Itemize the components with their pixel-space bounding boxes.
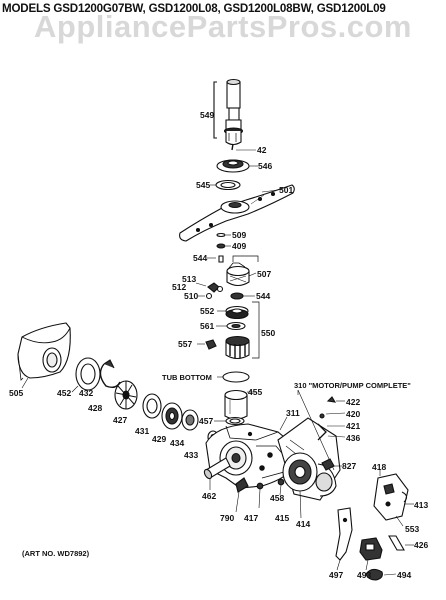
- part-557-clip: [197, 339, 217, 350]
- part-550-pump-impeller: [225, 335, 250, 360]
- part-544-gear: [230, 292, 255, 300]
- part-462-hose: [203, 457, 231, 490]
- label-433: 433: [184, 450, 198, 460]
- part-311-pump-housing: [205, 416, 293, 489]
- bracket-549: [213, 81, 217, 139]
- part-417-415-458-screws: [256, 478, 285, 509]
- label-42: 42: [257, 145, 267, 155]
- part-552-gear: [217, 305, 249, 320]
- label-501: 501: [279, 185, 293, 195]
- models-header: MODELS GSD1200G07BW, GSD1200L08, GSD1200…: [2, 2, 386, 15]
- label-457: 457: [199, 416, 213, 426]
- part-790-clip: [235, 477, 249, 513]
- label-509: 509: [232, 230, 246, 240]
- part-505-housing: [17, 322, 71, 389]
- label-434: 434: [170, 438, 184, 448]
- part-561-washer: [216, 321, 246, 331]
- label-432: 432: [79, 388, 93, 398]
- part-493-switch: [359, 537, 383, 571]
- bracket-507: [232, 255, 259, 262]
- label-409: 409: [232, 241, 246, 251]
- label-420: 420: [346, 409, 360, 419]
- label-455: 455: [248, 387, 262, 397]
- label-545: 545: [196, 180, 210, 190]
- label-552: 552: [200, 306, 214, 316]
- label-415: 415: [275, 513, 289, 523]
- part-494-pad: [365, 568, 397, 581]
- part-42-spring: [231, 143, 234, 151]
- part-434-cap: [181, 409, 199, 431]
- label-458: 458: [270, 493, 284, 503]
- label-494: 494: [397, 570, 411, 580]
- label-549: 549: [200, 110, 214, 120]
- watermark: AppliancePartsPros.com: [34, 9, 412, 44]
- label-462: 462: [202, 491, 216, 501]
- part-507-housing: [226, 262, 257, 287]
- label-418: 418: [372, 462, 386, 472]
- label-tub-bottom: TUB BOTTOM: [162, 373, 212, 382]
- part-457-ring: [214, 416, 245, 426]
- label-431: 431: [135, 426, 149, 436]
- label-790: 790: [220, 513, 234, 523]
- label-553: 553: [405, 524, 419, 534]
- label-546: 546: [258, 161, 272, 171]
- label-421: 421: [346, 421, 360, 431]
- label-426: 426: [414, 540, 428, 550]
- label-497: 497: [329, 570, 343, 580]
- label-505: 505: [9, 388, 23, 398]
- label-436: 436: [346, 433, 360, 443]
- part-418-bracket: [373, 470, 414, 527]
- label-427: 427: [113, 415, 127, 425]
- part-509-409-fasteners: [207, 232, 231, 263]
- part-546-seal: [216, 159, 258, 173]
- bracket-550: [252, 301, 260, 359]
- label-motor-pump: 310 "MOTOR/PUMP COMPLETE": [294, 381, 411, 390]
- part-429-plate: [161, 402, 183, 430]
- part-827-clip: [321, 458, 342, 471]
- label-544-lower: 544: [256, 291, 270, 301]
- part-545-ring: [210, 179, 241, 191]
- label-544-upper: 544: [193, 253, 207, 263]
- label-827: 827: [342, 461, 356, 471]
- label-413: 413: [414, 500, 428, 510]
- label-507: 507: [257, 269, 271, 279]
- label-417: 417: [244, 513, 258, 523]
- label-513: 513: [182, 274, 196, 284]
- part-426-pin: [388, 535, 414, 551]
- part-427-gasket: [142, 393, 162, 419]
- label-452: 452: [57, 388, 71, 398]
- label-422: 422: [346, 397, 360, 407]
- part-497-plate: [335, 507, 353, 571]
- part-310-motor: [277, 389, 341, 501]
- label-512: 512: [172, 282, 186, 292]
- part-432-clamp: [99, 359, 121, 389]
- part-422-420-421-436: [317, 396, 346, 441]
- leader-414: [299, 490, 302, 519]
- label-428: 428: [88, 403, 102, 413]
- part-512-513-510-clip: [195, 282, 224, 300]
- label-557: 557: [178, 339, 192, 349]
- part-501-spray-arm: [179, 184, 295, 242]
- label-561: 561: [200, 321, 214, 331]
- part-428-impeller: [114, 380, 138, 410]
- part-455-cylinder: [224, 389, 256, 420]
- label-550: 550: [261, 328, 275, 338]
- part-452-seal: [71, 357, 101, 393]
- part-549-tube: [223, 78, 244, 146]
- label-414: 414: [296, 519, 310, 529]
- label-493: 493: [357, 570, 371, 580]
- label-311: 311: [286, 408, 300, 418]
- label-429: 429: [152, 434, 166, 444]
- label-art-no: (ART NO. WD7892): [22, 549, 90, 558]
- label-510: 510: [184, 291, 198, 301]
